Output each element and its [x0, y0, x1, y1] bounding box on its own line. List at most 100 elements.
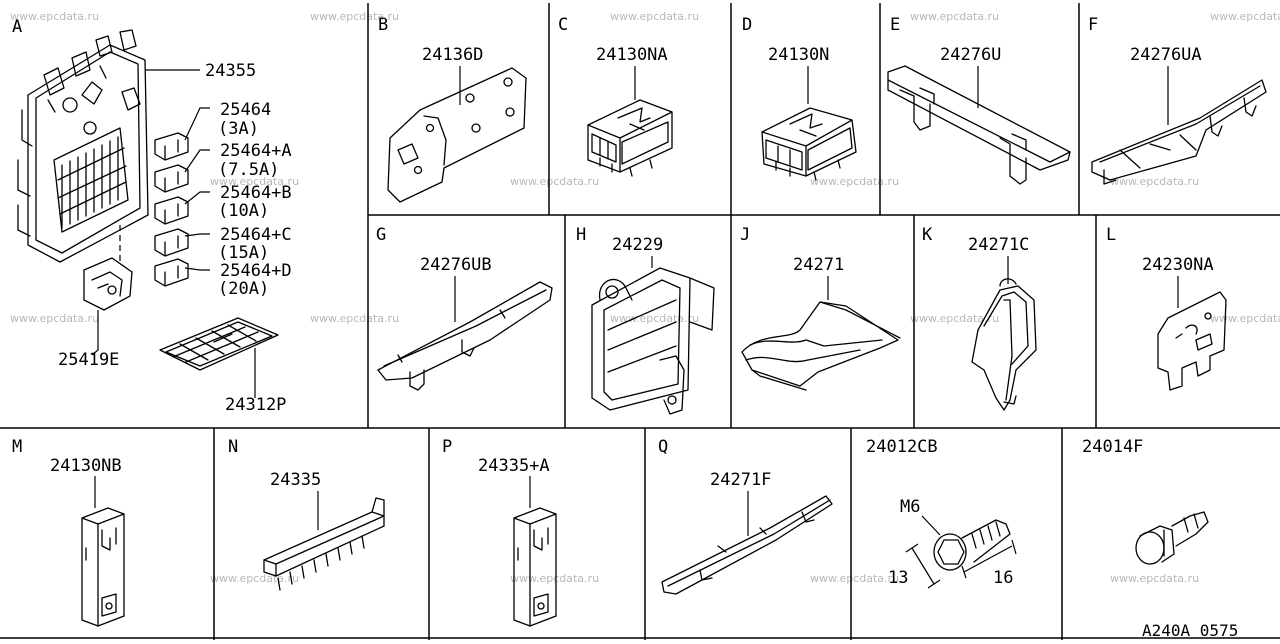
part-number: 24335 — [270, 470, 321, 490]
part-number: 24130NA — [596, 45, 668, 65]
fuse-drawings — [154, 132, 189, 287]
watermark: www.epcdata.ru — [10, 10, 99, 23]
cell-letter: M — [12, 437, 22, 457]
cell-c: C 24130NA — [558, 15, 673, 177]
part-number: 24130N — [768, 45, 829, 65]
part-rating: (7.5A) — [218, 160, 279, 180]
part-number: 25464 — [220, 100, 271, 120]
watermark: www.epcdata.ru — [310, 312, 399, 325]
cell-a: A 24355 25464 (3A) 25464+A (7 — [12, 17, 292, 415]
cell-j: J 24271 — [740, 225, 901, 391]
part-number: 24271C — [968, 235, 1029, 255]
connector-drawing — [587, 99, 673, 177]
clip-drawing — [971, 278, 1037, 411]
channel-drawing — [1091, 79, 1267, 185]
pad-drawing — [741, 301, 901, 391]
cell-letter: J — [740, 225, 750, 245]
cover-drawing — [159, 317, 279, 371]
cell-l: L 24230NA — [1106, 225, 1227, 391]
cell-bolt: 24012CB M6 13 16 — [866, 437, 1017, 589]
bracket-drawing — [83, 257, 133, 311]
plate-drawing — [1157, 291, 1227, 391]
part-number: 24136D — [422, 45, 483, 65]
cell-b: B 24136D — [378, 15, 527, 203]
part-number: 25464+A — [220, 141, 292, 161]
part-number: 24130NB — [50, 456, 122, 476]
channel-drawing — [887, 65, 1071, 185]
dimension-length: 16 — [993, 568, 1013, 588]
watermark: www.epcdata.ru — [610, 10, 699, 23]
part-number: 25419E — [58, 350, 119, 370]
cell-q: Q 24271F — [658, 437, 833, 595]
part-number: 24012CB — [866, 437, 938, 457]
terminal-drawing — [81, 507, 125, 627]
cell-letter: Q — [658, 437, 668, 457]
part-number: 25464+B — [220, 183, 292, 203]
watermark: www.epcdata.ru — [1210, 10, 1280, 23]
cell-letter: E — [890, 15, 900, 35]
connector-drawing — [761, 107, 857, 181]
watermark: www.epcdata.ru — [810, 572, 899, 585]
part-number: 25464+C — [220, 225, 292, 245]
cell-p: P 24335+A — [442, 437, 557, 627]
watermark: www.epcdata.ru — [510, 572, 599, 585]
part-number: 24271F — [710, 470, 771, 490]
plate-drawing — [387, 67, 527, 203]
watermarks: www.epcdata.ru www.epcdata.ru www.epcdat… — [10, 10, 1280, 585]
cell-clip: 24014F — [1082, 437, 1209, 565]
watermark: www.epcdata.ru — [810, 175, 899, 188]
part-number: 24312P — [225, 395, 286, 415]
watermark: www.epcdata.ru — [610, 312, 699, 325]
cell-letter: A — [12, 17, 22, 37]
part-number: 24230NA — [1142, 255, 1214, 275]
thread-size: M6 — [900, 497, 920, 517]
watermark: www.epcdata.ru — [1110, 175, 1199, 188]
part-rating: (10A) — [218, 201, 269, 221]
part-number: 24335+A — [478, 456, 550, 476]
cell-letter: G — [376, 225, 386, 245]
watermark: www.epcdata.ru — [1210, 312, 1280, 325]
cell-letter: N — [228, 437, 238, 457]
connector-strip-drawing — [263, 497, 385, 591]
watermark: www.epcdata.ru — [910, 10, 999, 23]
clip-drawing — [1135, 511, 1209, 565]
cell-d: D 24130N — [742, 15, 857, 181]
part-number: 25464+D — [220, 261, 292, 281]
cell-m: M 24130NB — [12, 437, 125, 627]
cell-f: F 24276UA — [1088, 15, 1267, 185]
terminal-drawing — [513, 507, 557, 627]
watermark: www.epcdata.ru — [210, 175, 299, 188]
relay-bracket-drawing — [591, 267, 715, 415]
watermark: www.epcdata.ru — [510, 175, 599, 188]
fuse-block-drawing — [17, 29, 149, 263]
cell-letter: F — [1088, 15, 1098, 35]
cell-letter: D — [742, 15, 752, 35]
channel-drawing — [377, 281, 553, 391]
cell-n: N 24335 — [228, 437, 385, 591]
drawing-code: A240A 0575 — [1142, 621, 1238, 640]
cell-grid — [0, 3, 1280, 640]
part-number: 24229 — [612, 235, 663, 255]
watermark: www.epcdata.ru — [910, 312, 999, 325]
part-number: 24276UB — [420, 255, 492, 275]
cell-e: E 24276U — [887, 15, 1071, 185]
part-rating: (20A) — [218, 279, 269, 299]
bolt-drawing — [933, 519, 1011, 571]
part-number: 24276UA — [1130, 45, 1202, 65]
cell-letter: H — [576, 225, 586, 245]
watermark: www.epcdata.ru — [10, 312, 99, 325]
cell-letter: C — [558, 15, 568, 35]
part-number: 24271 — [793, 255, 844, 275]
watermark: www.epcdata.ru — [310, 10, 399, 23]
channel-drawing — [661, 495, 833, 595]
part-number: 24355 — [205, 61, 256, 81]
part-number: 24276U — [940, 45, 1001, 65]
watermark: www.epcdata.ru — [1110, 572, 1199, 585]
cell-letter: L — [1106, 225, 1116, 245]
part-rating: (3A) — [218, 119, 259, 139]
dimension-length: 13 — [888, 568, 908, 588]
cell-letter: K — [922, 225, 933, 245]
cell-g: G 24276UB — [376, 225, 553, 391]
